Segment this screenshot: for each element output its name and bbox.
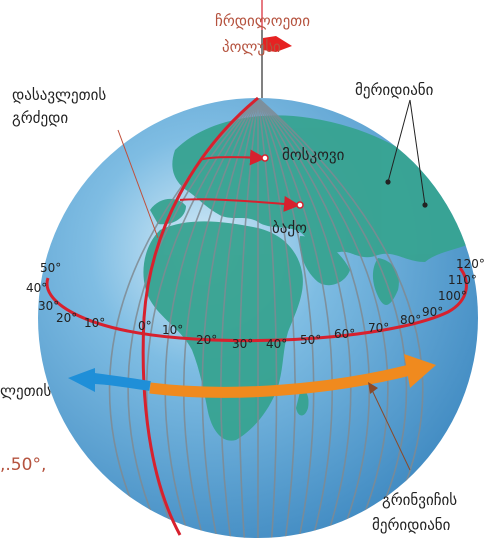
- meridian-line: [257, 98, 315, 538]
- degree-label: 40°: [266, 337, 287, 351]
- degree-label: 50°: [40, 261, 61, 275]
- degree-label: 0°: [138, 319, 152, 333]
- degree-label: 100°: [438, 289, 467, 303]
- meridian-pointer-2: [409, 99, 426, 206]
- meridian-pointer-1: [387, 99, 411, 183]
- west-longitude-label-2: გრძედი: [12, 109, 68, 127]
- partial-degrees-label: ,.50°,: [0, 455, 46, 475]
- meridian-line: [257, 98, 333, 538]
- east-longitude-arrow-body: [149, 364, 412, 398]
- north-pole-flag: [263, 36, 292, 52]
- baku-dot: [296, 201, 304, 209]
- degree-label: 10°: [84, 316, 105, 330]
- degree-label: 10°: [162, 323, 183, 337]
- degree-label: 50°: [300, 333, 321, 347]
- degree-label: 20°: [196, 333, 217, 347]
- meridian-line: [257, 98, 408, 538]
- west-degree-labels: 50° 40° 30°20° 10°: [26, 261, 105, 330]
- north-pole-label-2: პოლუსი: [222, 38, 281, 56]
- greenwich-meridian: [141, 96, 259, 536]
- meridian-line: [257, 98, 296, 538]
- greenwich-pointer-head: [368, 382, 378, 394]
- meridian-line: [257, 98, 371, 538]
- degree-label: 80°: [400, 313, 421, 327]
- west-arrow-body: [93, 373, 151, 391]
- greenwich-pointer: [371, 389, 411, 471]
- moscow-label: მოსკოვი: [282, 146, 345, 164]
- degree-label: 40°: [26, 281, 47, 295]
- degree-label: 30°: [232, 337, 253, 351]
- greenwich-label-1: გრინვიჩის: [382, 491, 457, 509]
- moscow-dot: [261, 154, 269, 162]
- meridian-dot-2: [422, 202, 428, 208]
- degree-label: 110°: [448, 273, 477, 287]
- west-partial-label: ლეთის: [0, 382, 51, 400]
- degree-label: 70°: [368, 321, 389, 335]
- degree-label: 20°: [56, 311, 77, 325]
- degree-label: 30°: [38, 299, 59, 313]
- equator-ring: [45, 267, 468, 343]
- baku-label: ბაქო: [272, 219, 307, 237]
- degree-label: 60°: [334, 327, 355, 341]
- meridians-label: მერიდიანი: [355, 81, 434, 99]
- baku-pointer: [179, 195, 300, 212]
- east-degree-labels: 0° 10° 20° 30° 40° 50° 60° 70° 80°90° 100° 110° 120…: [138, 257, 485, 351]
- degree-label: 120°: [456, 257, 485, 271]
- meridian-dot-1: [385, 179, 391, 185]
- greenwich-label-2: მერიდიანი: [372, 516, 451, 534]
- moscow-pointer: [199, 149, 266, 166]
- west-longitude-label-1: დასავლეთის: [12, 86, 106, 104]
- degree-label: 90°: [422, 305, 443, 319]
- east-longitude-arrowhead: [404, 354, 436, 388]
- meridian-line: [257, 98, 424, 538]
- north-pole-label-1: ჩრდილოეთი: [215, 12, 310, 30]
- west-longitude-pointer: [117, 129, 159, 239]
- meridian-line: [257, 98, 389, 538]
- meridian-line: [257, 98, 352, 538]
